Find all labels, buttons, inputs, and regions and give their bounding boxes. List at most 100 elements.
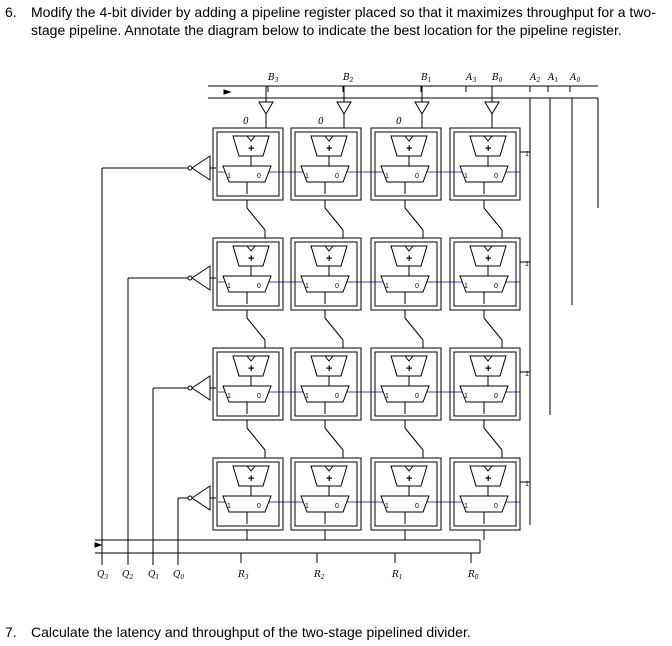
adder-notch bbox=[482, 135, 494, 142]
adder-shape bbox=[310, 135, 348, 157]
cell-inner-outline bbox=[453, 131, 517, 197]
adder-plus-sign: + bbox=[248, 473, 254, 485]
mux-input-zero: 0 bbox=[494, 393, 498, 400]
mux-input-one: 1 bbox=[227, 393, 231, 400]
cell-inner-outline bbox=[294, 461, 358, 527]
top-label-b0: B0 bbox=[491, 73, 503, 84]
mux-input-one: 1 bbox=[227, 173, 231, 180]
mux-shape bbox=[222, 495, 272, 513]
cell-inner-outline bbox=[453, 461, 517, 527]
mux-input-one: 1 bbox=[385, 503, 389, 510]
mux-shape bbox=[459, 275, 509, 293]
mux-shape bbox=[222, 275, 272, 293]
cell-outline bbox=[212, 127, 284, 201]
cell-outline bbox=[370, 127, 442, 201]
top-label-b2: B2 bbox=[342, 73, 354, 84]
inverter-bubble bbox=[187, 495, 193, 501]
mux-shape bbox=[222, 165, 272, 183]
cell-inner-outline bbox=[294, 351, 358, 417]
interconnect-diagonal bbox=[246, 427, 266, 451]
cell-inner-outline bbox=[453, 351, 517, 417]
cell-inner-outline bbox=[294, 131, 358, 197]
adder-shape bbox=[469, 465, 507, 487]
mux-input-zero: 0 bbox=[257, 283, 261, 290]
divider-cell: +1 0 bbox=[370, 457, 442, 531]
quotient-label-q0: Q0 bbox=[173, 570, 184, 581]
cell-inner-outline bbox=[294, 241, 358, 307]
quotient-label-q2: Q2 bbox=[122, 570, 133, 581]
top-label-a3: A3 bbox=[465, 73, 477, 84]
adder-notch bbox=[403, 245, 415, 252]
cell-inner-outline bbox=[216, 131, 280, 197]
mux-input-zero: 0 bbox=[415, 173, 419, 180]
mux-shape bbox=[300, 165, 350, 183]
adder-plus-sign: + bbox=[248, 363, 254, 375]
mux-input-one: 1 bbox=[385, 393, 389, 400]
mux-input-one: 1 bbox=[305, 393, 309, 400]
bus-arrowhead bbox=[94, 542, 103, 548]
top-label-b3: B3 bbox=[267, 73, 279, 84]
buffer-triangle bbox=[414, 101, 430, 115]
adder-notch bbox=[403, 355, 415, 362]
adder-shape bbox=[232, 355, 270, 377]
mux-input-one: 1 bbox=[305, 283, 309, 290]
buffer-triangle bbox=[258, 101, 274, 115]
cell-outline bbox=[449, 347, 521, 421]
cell-inner-outline bbox=[216, 461, 280, 527]
buffer-triangle bbox=[336, 101, 352, 115]
top-label-a1: A1 bbox=[547, 73, 558, 84]
cell-outline bbox=[449, 457, 521, 531]
mux-input-zero: 0 bbox=[335, 283, 339, 290]
cell-inner-outline bbox=[374, 241, 438, 307]
adder-plus-sign: + bbox=[406, 363, 412, 375]
adder-shape bbox=[232, 465, 270, 487]
mux-input-zero: 0 bbox=[415, 503, 419, 510]
row-inverter-triangle bbox=[191, 265, 211, 291]
row-inverter-triangle bbox=[191, 375, 211, 401]
question-6-number: 6. bbox=[5, 4, 17, 20]
adder-shape bbox=[390, 465, 428, 487]
cell-outline bbox=[290, 457, 362, 531]
interconnect-diagonal bbox=[483, 427, 503, 451]
adder-notch bbox=[403, 135, 415, 142]
adder-notch bbox=[245, 135, 257, 142]
mux-shape bbox=[222, 385, 272, 403]
interconnect-diagonal bbox=[404, 207, 424, 231]
cell-outline bbox=[449, 127, 521, 201]
mux-shape bbox=[300, 495, 350, 513]
mux-input-one: 1 bbox=[305, 503, 309, 510]
adder-plus-sign: + bbox=[248, 253, 254, 265]
mux-input-one: 1 bbox=[385, 173, 389, 180]
adder-shape bbox=[390, 135, 428, 157]
adder-plus-sign: + bbox=[406, 253, 412, 265]
adder-shape bbox=[390, 245, 428, 267]
row-inverter-triangle bbox=[191, 155, 211, 181]
adder-plus-sign: + bbox=[406, 473, 412, 485]
mux-shape bbox=[380, 495, 430, 513]
row-inverter-triangle bbox=[191, 485, 211, 511]
mux-input-one: 1 bbox=[227, 283, 231, 290]
mux-input-one: 1 bbox=[464, 173, 468, 180]
question-7-number: 7. bbox=[5, 624, 17, 640]
mux-shape bbox=[459, 385, 509, 403]
interconnect-diagonal bbox=[324, 207, 344, 231]
divider-cell: +1 0 bbox=[212, 347, 284, 421]
zero-input-label: 0 bbox=[318, 117, 324, 127]
interconnect-diagonal bbox=[404, 427, 424, 451]
mux-input-zero: 0 bbox=[494, 503, 498, 510]
mux-input-zero: 0 bbox=[257, 393, 261, 400]
inverter-bubble bbox=[187, 275, 193, 281]
adder-plus-sign: + bbox=[326, 473, 332, 485]
top-label-a2: A2 bbox=[529, 73, 541, 84]
adder-notch bbox=[323, 245, 335, 252]
cell-inner-outline bbox=[216, 351, 280, 417]
remainder-label-r2: R2 bbox=[313, 570, 325, 581]
adder-plus-sign: + bbox=[485, 473, 491, 485]
interconnect-diagonal bbox=[483, 207, 503, 231]
mux-input-one: 1 bbox=[464, 503, 468, 510]
interconnect-diagonal bbox=[246, 317, 266, 341]
